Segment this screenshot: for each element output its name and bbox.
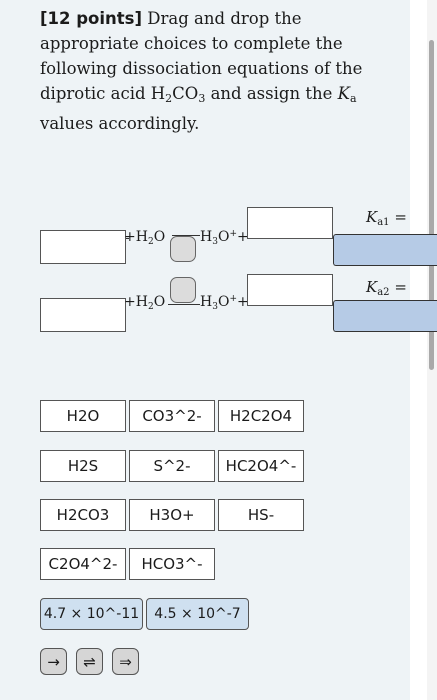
scrollbar[interactable] [427,0,437,700]
ka2-label: Ka2 = [366,278,407,298]
choice-chip[interactable]: H2C2O4 [218,400,304,432]
ka-value-chip[interactable]: 4.5 × 10^-7 [146,598,249,630]
eq1-arrow-dropzone[interactable] [170,236,196,262]
choice-chip[interactable]: HC2O4^- [218,450,304,482]
eq2-reactant-dropzone[interactable] [40,298,126,332]
choice-chip[interactable]: H2O [40,400,126,432]
choice-chip[interactable]: H2S [40,450,126,482]
eq1-hydronium-label: H3O++ [200,229,249,247]
eq2-product-dropzone[interactable] [247,274,333,306]
ka2-dropzone[interactable] [333,300,437,332]
eq1-connector [126,238,129,239]
arrow-right-icon[interactable]: → [40,648,67,675]
choice-chip[interactable]: CO3^2- [129,400,215,432]
ka1-dropzone[interactable] [333,234,437,266]
eq1-water-label: +H2O [124,229,166,247]
eq2-hydronium-label: H3O++ [200,294,249,312]
points-label: [12 points] [40,9,143,28]
equilibrium-arrow-icon[interactable]: ⇌ [76,648,103,675]
eq1-product-dropzone[interactable] [247,207,333,239]
choice-chip[interactable]: H3O+ [129,499,215,531]
double-arrow-right-icon[interactable]: ⇒ [112,648,139,675]
eq2-arrow-dropzone[interactable] [170,277,196,303]
choice-chip[interactable]: HS- [218,499,304,531]
ka-value-chip[interactable]: 4.7 × 10^-11 [40,598,143,630]
ka1-label: Ka1 = [366,208,407,228]
choice-chip[interactable]: C2O4^2- [40,548,126,580]
eq1-reactant-dropzone[interactable] [40,230,126,264]
scrollbar-thumb[interactable] [429,40,434,370]
eq2-water-label: +H2O [124,294,166,312]
choice-chip[interactable]: H2CO3 [40,499,126,531]
question-panel [0,0,410,700]
question-text: [12 points] Drag and drop the appropriat… [40,9,363,133]
eq1-line [172,235,200,236]
choice-chip[interactable]: S^2- [129,450,215,482]
eq2-line [168,304,200,305]
choice-chip[interactable]: HCO3^- [129,548,215,580]
